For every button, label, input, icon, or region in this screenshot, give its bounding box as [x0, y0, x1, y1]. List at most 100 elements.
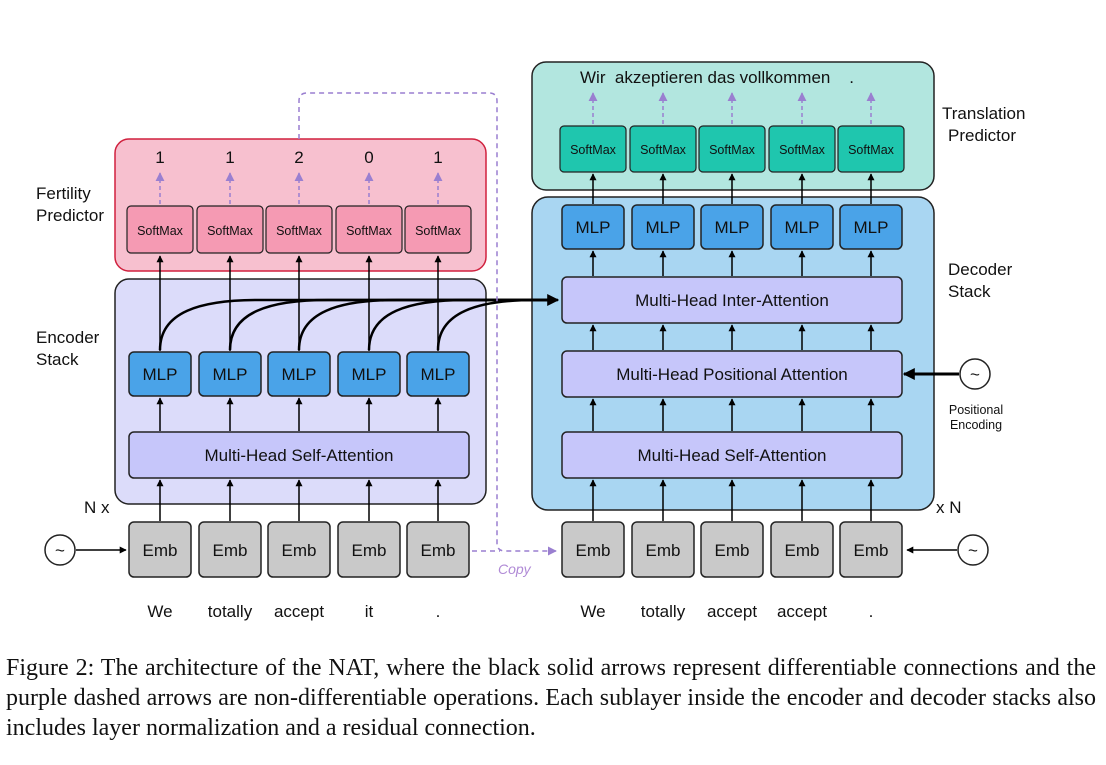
- decoder-repeat-label: x N: [936, 498, 962, 517]
- translation-softmax-label: SoftMax: [640, 143, 687, 157]
- encoder-emb-box: [198, 521, 262, 578]
- encoder-emb-box: [267, 521, 331, 578]
- encoder-positional-encoding-icon: [44, 534, 76, 566]
- decoder-input-token: We: [580, 602, 605, 621]
- encoder-emb-box: [406, 521, 470, 578]
- decoder-emb-label: Emb: [715, 541, 750, 560]
- translation-softmax-box: [837, 125, 905, 173]
- decoder-mlp-label: MLP: [785, 218, 820, 237]
- decoder-positional-attention-block: [561, 350, 903, 398]
- decoder-input-token: totally: [641, 602, 686, 621]
- fertility-copy-dashed-path: [298, 92, 557, 556]
- encoder-label-line1: Encoder: [36, 328, 100, 347]
- encoder-mlp-box: [128, 351, 192, 397]
- decoder-mlp-label: MLP: [854, 218, 889, 237]
- translation-softmax-label: SoftMax: [779, 143, 826, 157]
- positional-encoding-label-line1: Positional: [949, 403, 1003, 417]
- decoder-mlp-label: MLP: [715, 218, 750, 237]
- decoder-mlp-box: [839, 204, 903, 250]
- fertility-label-line1: Fertility: [36, 184, 91, 203]
- decoder-positional-encoding-icon: [957, 534, 989, 566]
- translation-softmax-box: [698, 125, 766, 173]
- encoder-input-token: We: [147, 602, 172, 621]
- encoder-emb-label: Emb: [352, 541, 387, 560]
- nat-architecture-diagram: Fertility Predictor Encoder Stack N x Tr…: [36, 61, 1025, 621]
- fertility-softmax-label: SoftMax: [207, 224, 254, 238]
- fertility-softmax-label: SoftMax: [276, 224, 323, 238]
- encoder-mlp-label: MLP: [282, 365, 317, 384]
- encoder-positional-glyph: ~: [55, 541, 65, 560]
- encoder-self-attention-block: [128, 431, 470, 479]
- encoder-emb-box: [337, 521, 401, 578]
- decoder-emb-label: Emb: [646, 541, 681, 560]
- decoder-inter-attention-block: [561, 276, 903, 324]
- translation-output-sentence: Wir akzeptieren das vollkommen .: [580, 68, 854, 87]
- decoder-emb-label: Emb: [576, 541, 611, 560]
- translation-softmax-box: [559, 125, 627, 173]
- copy-label: Copy: [498, 561, 532, 577]
- encoder-mlp-label: MLP: [213, 365, 248, 384]
- decoder-attention-positional-icon: [959, 358, 991, 390]
- positional-encoding-label-line2: Encoding: [950, 418, 1002, 432]
- decoder-input-token: accept: [777, 602, 827, 621]
- encoder-repeat-label: N x: [84, 498, 110, 517]
- translation-label-line1: Translation: [942, 104, 1025, 123]
- encoder-emb-label: Emb: [282, 541, 317, 560]
- fertility-value: 1: [433, 148, 442, 167]
- decoder-self-attention-label: Multi-Head Self-Attention: [638, 446, 827, 465]
- decoder-mlp-box: [770, 204, 834, 250]
- fertility-softmax-box: [265, 205, 333, 254]
- fertility-softmax-box: [126, 205, 194, 254]
- encoder-mlp-box: [198, 351, 262, 397]
- encoder-input-token: .: [436, 602, 441, 621]
- encoder-emb-label: Emb: [421, 541, 456, 560]
- decoder-emb-label: Emb: [785, 541, 820, 560]
- decoder-label-line1: Decoder: [948, 260, 1013, 279]
- decoder-emb-box: [839, 521, 903, 578]
- decoder-inter-attention-label: Multi-Head Inter-Attention: [635, 291, 829, 310]
- translation-label-line2: Predictor: [948, 126, 1016, 145]
- fertility-softmax-box: [196, 205, 264, 254]
- fertility-value: 1: [155, 148, 164, 167]
- figure-caption: Figure 2: The architecture of the NAT, w…: [6, 655, 1096, 741]
- decoder-label-line2: Stack: [948, 282, 991, 301]
- decoder-mlp-box: [561, 204, 625, 250]
- decoder-input-token: accept: [707, 602, 757, 621]
- decoder-input-token: .: [869, 602, 874, 621]
- encoder-mlp-label: MLP: [421, 365, 456, 384]
- fertility-softmax-label: SoftMax: [137, 224, 184, 238]
- translation-softmax-label: SoftMax: [848, 143, 895, 157]
- decoder-emb-box: [770, 521, 834, 578]
- encoder-to-decoder-connections: [158, 294, 560, 351]
- fertility-softmax-box: [404, 205, 472, 254]
- encoder-mlp-box: [267, 351, 331, 397]
- decoder-mlp-label: MLP: [576, 218, 611, 237]
- decoder-positional-attention-label: Multi-Head Positional Attention: [616, 365, 848, 384]
- fertility-value: 2: [294, 148, 303, 167]
- decoder-mlp-box: [700, 204, 764, 250]
- fertility-softmax-label: SoftMax: [415, 224, 462, 238]
- translation-softmax-box: [768, 125, 836, 173]
- fertility-value: 1: [225, 148, 234, 167]
- encoder-mlp-label: MLP: [143, 365, 178, 384]
- translation-softmax-box: [629, 125, 697, 173]
- decoder-self-attention-block: [561, 431, 903, 479]
- decoder-emb-box: [700, 521, 764, 578]
- encoder-emb-label: Emb: [213, 541, 248, 560]
- decoder-emb-box: [561, 521, 625, 578]
- encoder-label-line2: Stack: [36, 350, 79, 369]
- translation-softmax-label: SoftMax: [570, 143, 617, 157]
- fertility-label-line2: Predictor: [36, 206, 104, 225]
- fertility-softmax-label: SoftMax: [346, 224, 393, 238]
- translation-softmax-label: SoftMax: [709, 143, 756, 157]
- encoder-input-token: totally: [208, 602, 253, 621]
- encoder-mlp-box: [337, 351, 401, 397]
- decoder-emb-label: Emb: [854, 541, 889, 560]
- encoder-input-token: it: [365, 602, 374, 621]
- encoder-mlp-label: MLP: [352, 365, 387, 384]
- decoder-mlp-box: [631, 204, 695, 250]
- decoder-attention-positional-glyph: ~: [970, 365, 980, 384]
- decoder-emb-box: [631, 521, 695, 578]
- encoder-emb-box: [128, 521, 192, 578]
- encoder-emb-label: Emb: [143, 541, 178, 560]
